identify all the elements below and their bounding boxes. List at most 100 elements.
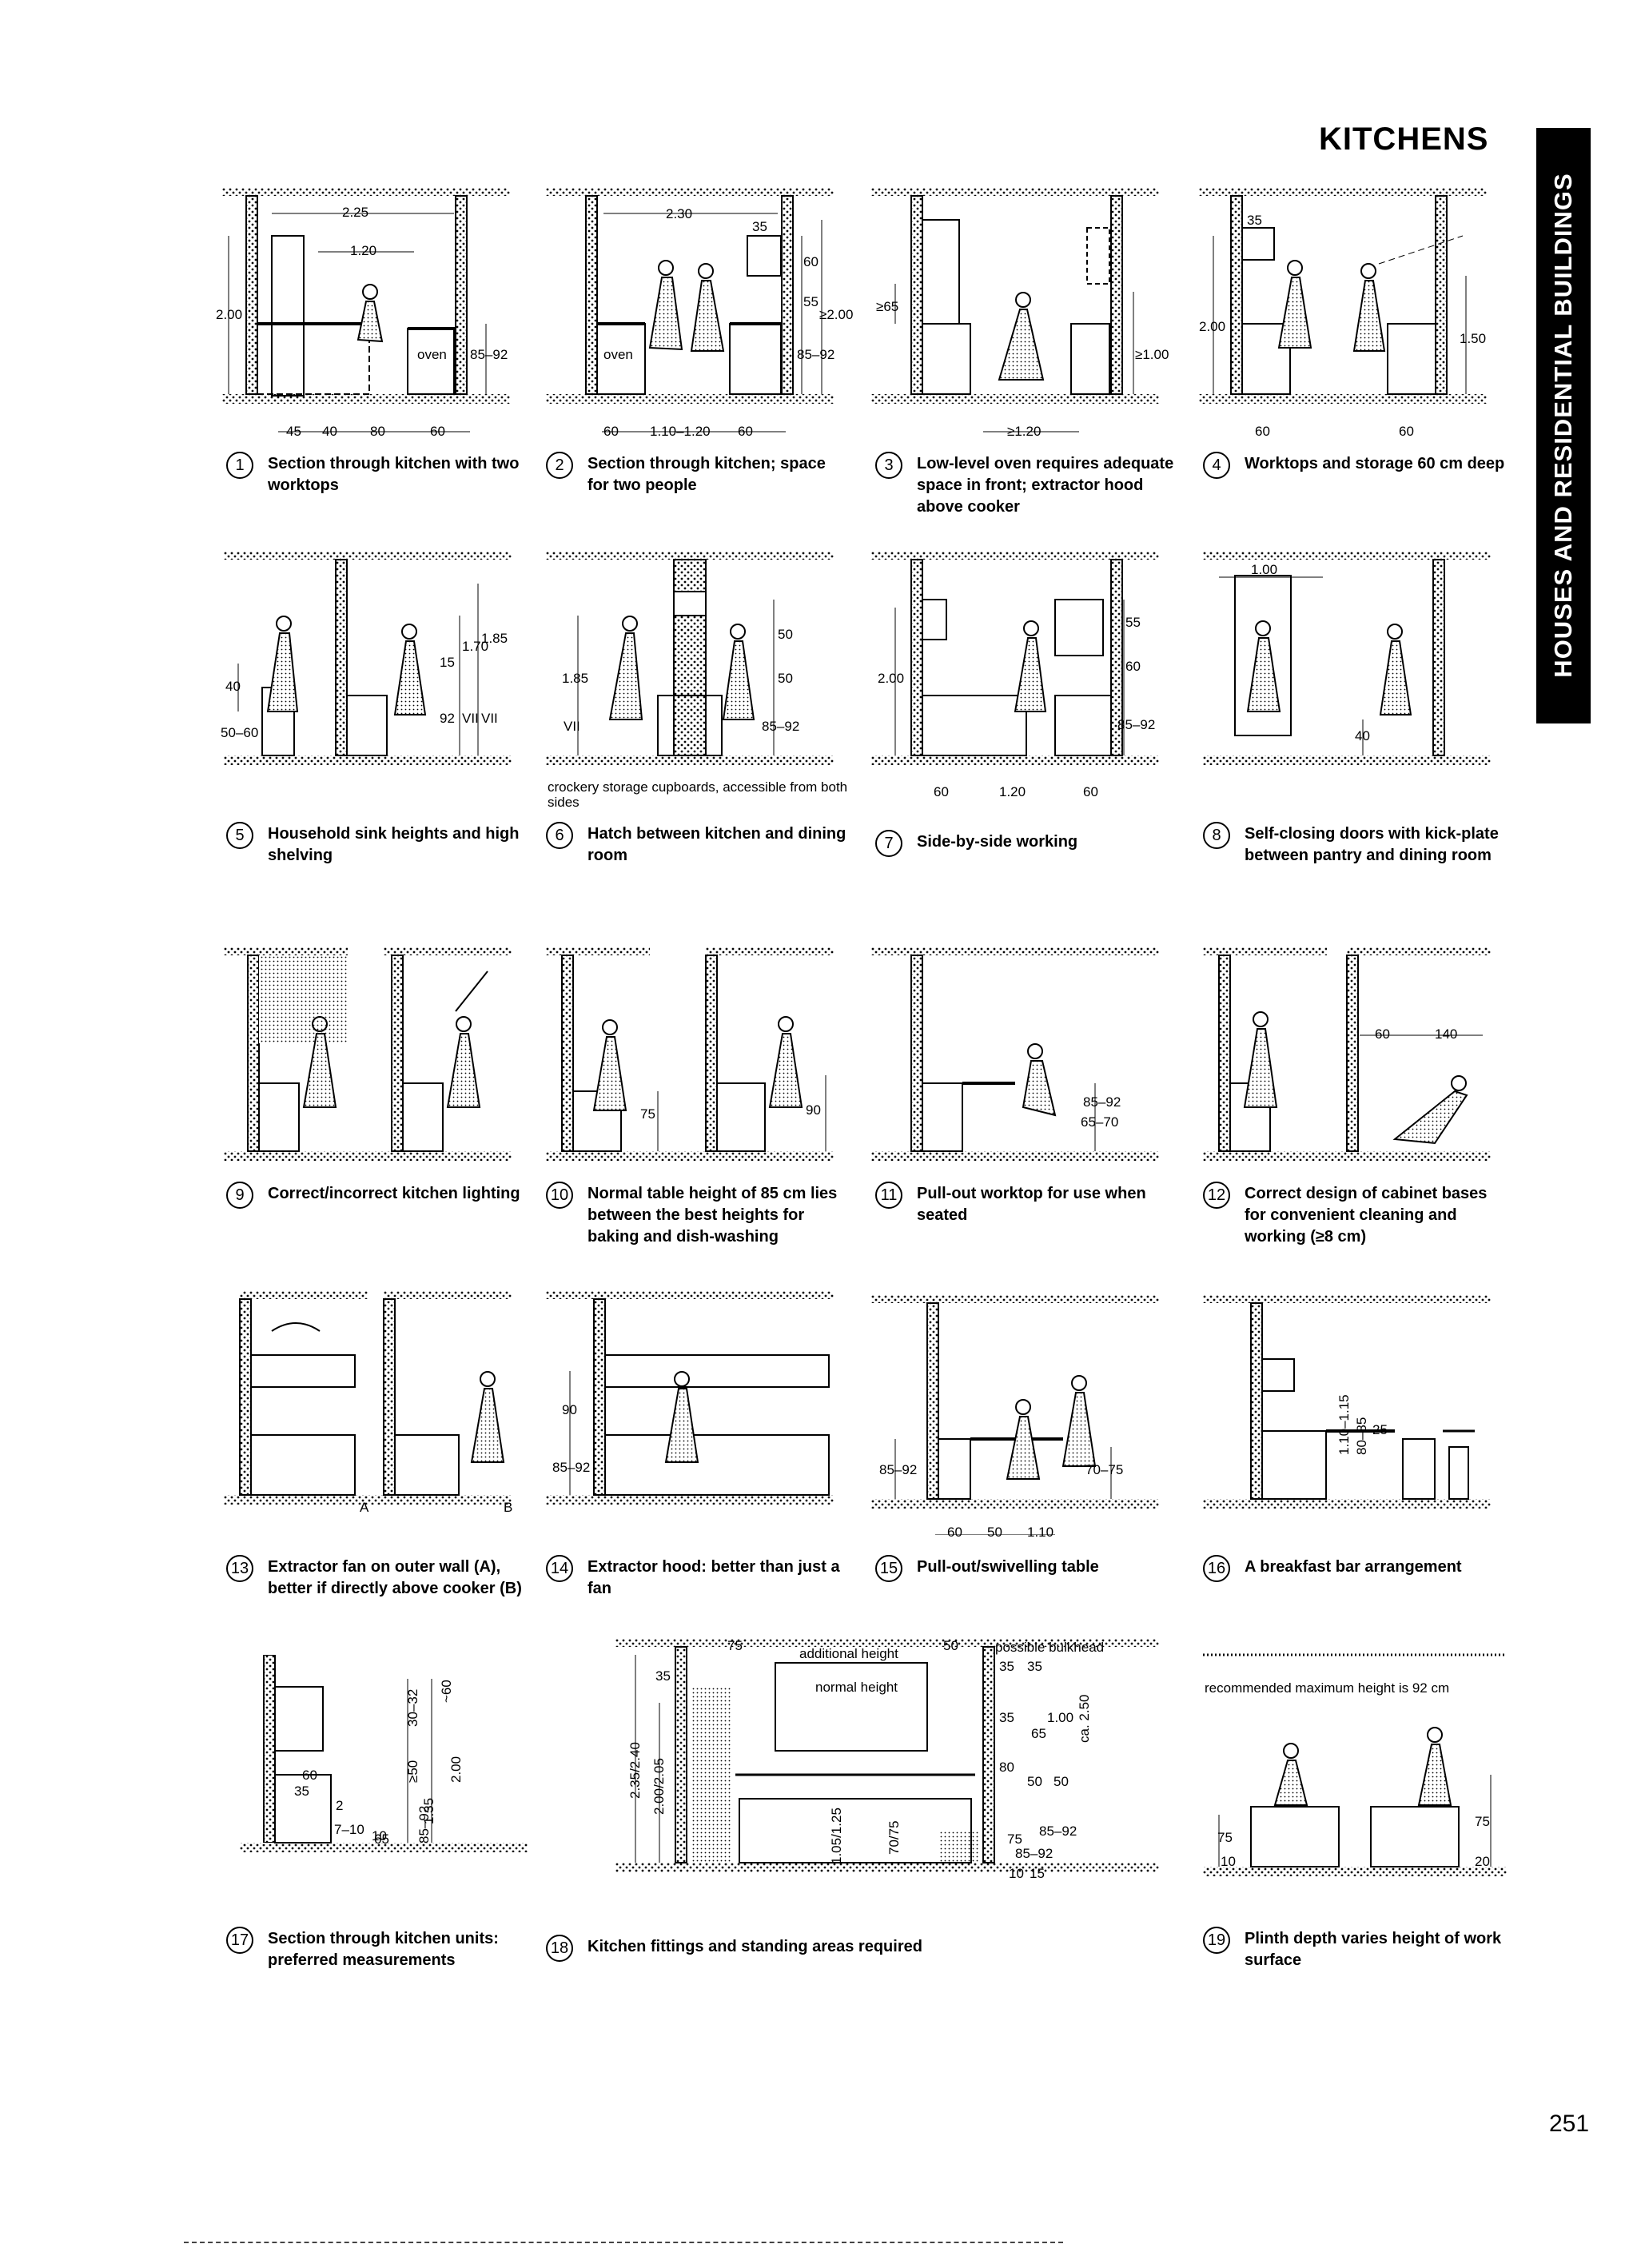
caption-text: Section through kitchen with two worktop… <box>268 455 520 494</box>
figure-3: ≥65 ≥1.00 ≥1.20 <box>871 188 1169 452</box>
dim-label: 85–92 <box>1117 717 1156 732</box>
dim-label: 7–10 <box>334 1822 364 1837</box>
figure-2: 2.30 35 60 55 85–92 ≥2.00 oven 60 1.10–1… <box>546 188 853 452</box>
dim-label: 2.25 <box>342 205 369 220</box>
dim-label: 60 <box>947 1525 962 1540</box>
fig2-drawing <box>546 188 834 432</box>
caption-text: A breakfast bar arrangement <box>1245 1558 1462 1576</box>
figure-number: 15 <box>875 1555 902 1582</box>
fig7-drawing <box>871 552 1159 765</box>
dim-label: 50 <box>1027 1774 1042 1789</box>
figure-15: 85–92 70–75 60 50 1.10 <box>871 1295 1159 1540</box>
dim-label: 85–92 <box>552 1460 591 1475</box>
figure-number: 8 <box>1203 822 1230 849</box>
dim-label: VII <box>564 719 580 734</box>
dim-label: 2.00 <box>448 1756 464 1783</box>
dim-label: 60 <box>803 254 818 269</box>
dim-label: 80–85 <box>1354 1417 1369 1455</box>
figure-number: 5 <box>226 822 253 849</box>
figure-number: 17 <box>226 1927 253 1954</box>
dim-label: ca. 2.50 <box>1077 1694 1092 1744</box>
dim-label: possible bulkhead <box>995 1640 1105 1655</box>
figure-note: recommended maximum height is 92 cm <box>1205 1680 1450 1696</box>
dim-label: 25 <box>1372 1422 1388 1437</box>
dim-label: oven <box>603 347 633 362</box>
dim-label: VII <box>462 711 479 726</box>
figure-number: 19 <box>1203 1927 1230 1954</box>
figure-9 <box>224 947 512 1179</box>
dim-label: 15 <box>440 655 455 670</box>
dim-label: 10 <box>1221 1854 1236 1869</box>
dim-label: 50 <box>778 627 793 642</box>
dim-label: 85–92 <box>470 347 508 362</box>
dim-label: 10 <box>1009 1866 1024 1881</box>
dim-label: 2.35/2.40 <box>627 1742 643 1799</box>
dim-label: 65–70 <box>1081 1114 1119 1130</box>
dim-label: 15 <box>1030 1866 1045 1881</box>
dim-label: 2.00 <box>1199 319 1226 334</box>
dim-label: 2.00/2.05 <box>651 1758 667 1815</box>
fig9-drawing <box>224 947 512 1161</box>
fig10-drawing <box>546 947 834 1161</box>
dim-label: VII <box>481 711 498 726</box>
figure-number: 14 <box>546 1555 573 1582</box>
dim-label: 50 <box>943 1638 958 1653</box>
figure-19: recommended maximum height is 92 cm 75 7… <box>1203 1647 1507 1887</box>
figure-number: 1 <box>226 452 253 479</box>
footer-rule <box>184 2242 1063 2243</box>
dim-label: 75 <box>1475 1814 1490 1829</box>
caption-text: Normal table height of 85 cm lies betwee… <box>587 1185 838 1246</box>
figure-8: 1.00 40 <box>1203 552 1491 791</box>
fig18-drawing <box>615 1639 1159 1872</box>
fig16-drawing <box>1203 1295 1491 1509</box>
dim-label: 50 <box>778 671 793 686</box>
dim-label: 35 <box>999 1710 1014 1725</box>
dim-label: 20 <box>1475 1854 1490 1869</box>
dim-label: ≥65 <box>876 299 899 314</box>
dim-label: ≥1.20 <box>1007 424 1042 439</box>
caption-text: Pull-out/swivelling table <box>917 1558 1099 1576</box>
figure-number: 6 <box>546 822 573 849</box>
dim-label: 55 <box>803 294 818 309</box>
dim-label: 75 <box>1007 1832 1022 1847</box>
dim-label: 35 <box>655 1668 671 1684</box>
caption-text: Self-closing doors with kick-plate betwe… <box>1245 825 1499 864</box>
figure-number: 10 <box>546 1182 573 1209</box>
dim-label: 1.10–1.15 <box>1336 1394 1352 1455</box>
fig15-drawing <box>871 1295 1159 1535</box>
dim-label: 75 <box>727 1638 743 1653</box>
caption-text: Section through kitchen units: preferred… <box>268 1930 499 1969</box>
dim-label: 85–92 <box>879 1462 918 1477</box>
dim-label: 140 <box>1435 1026 1458 1042</box>
dim-label: 2.00 <box>878 671 905 686</box>
caption-text: Correct design of cabinet bases for conv… <box>1245 1185 1488 1246</box>
caption-text: Extractor fan on outer wall (A), better … <box>268 1558 522 1597</box>
caption-text: Hatch between kitchen and dining room <box>587 825 846 864</box>
dim-label: 40 <box>225 679 241 694</box>
fig17-drawing <box>240 1655 528 1852</box>
dim-label: 60 <box>1083 784 1098 799</box>
dim-label: 60 <box>1375 1026 1390 1042</box>
page-number: 251 <box>1549 2111 1590 2137</box>
dim-label: 92 <box>440 711 455 726</box>
figure-7: 2.00 55 60 85–92 60 1.20 60 <box>871 552 1159 815</box>
fig13-drawing <box>224 1291 512 1505</box>
dim-label: 90 <box>562 1402 577 1417</box>
dim-label: 85–92 <box>1039 1824 1077 1839</box>
figure-number: 2 <box>546 452 573 479</box>
figure-number: 4 <box>1203 452 1230 479</box>
figure-18: 75 additional height 50 possible bulkhea… <box>615 1639 1159 1887</box>
caption-text: Worktops and storage 60 cm deep <box>1245 455 1505 472</box>
dim-label: 1.20 <box>350 243 377 258</box>
dim-label: 30–32 <box>405 1688 420 1727</box>
dim-label: 2.00 <box>216 307 243 322</box>
dim-label: 85–92 <box>1083 1094 1121 1110</box>
dim-label: ~60 <box>439 1680 454 1703</box>
dim-label: 1.10–1.20 <box>650 424 711 439</box>
dim-label: 85–92 <box>416 1805 432 1843</box>
figure-14: 90 85–92 <box>546 1291 834 1531</box>
caption-text: Household sink heights and high shelving <box>268 825 520 864</box>
dim-label: 1.00 <box>1251 562 1278 577</box>
dim-label: 80 <box>999 1760 1014 1775</box>
fig1-drawing <box>222 188 510 432</box>
